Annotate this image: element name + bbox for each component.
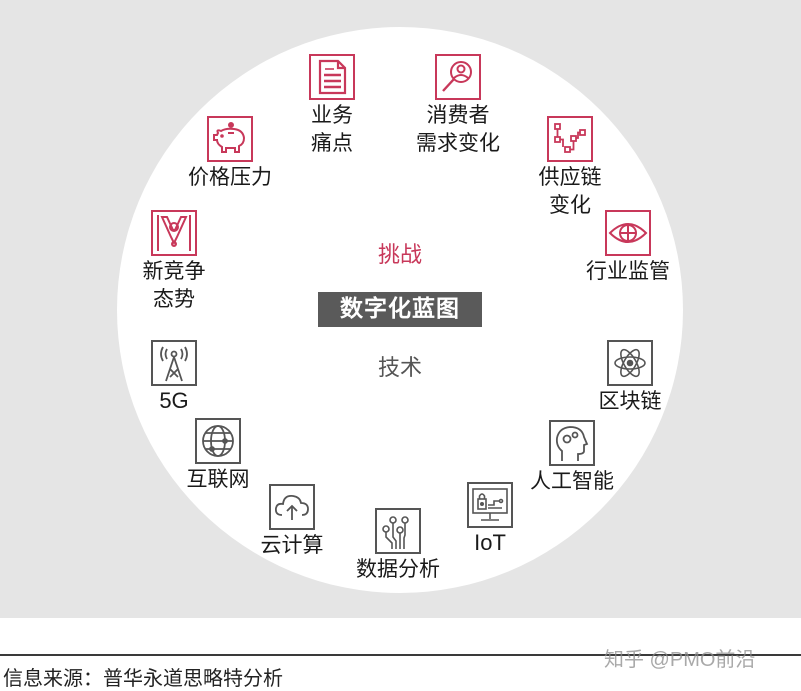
technology-label: IoT xyxy=(474,530,506,555)
diagram-title: 数字化蓝图 xyxy=(318,292,482,327)
supply-chain-icon xyxy=(547,116,593,162)
atom-icon xyxy=(607,340,653,386)
technology-data-analytics: 数据分析 xyxy=(346,508,450,583)
technology-blockchain: 区块链 xyxy=(590,340,670,415)
circuit-icon xyxy=(375,508,421,554)
challenge-business-pain: 业务 痛点 xyxy=(306,54,358,157)
challenge-heading: 挑战 xyxy=(377,243,422,268)
technology-ai: 人工智能 xyxy=(520,420,624,495)
technology-label: 区块链 xyxy=(598,389,662,413)
technology-label: 云计算 xyxy=(260,533,324,557)
challenge-label: 行业监管 xyxy=(586,259,670,283)
eye-icon xyxy=(605,210,651,256)
watermark: 知乎 @PMO前沿 xyxy=(604,649,756,671)
monitor-lock-icon xyxy=(467,482,513,528)
technology-label: 人工智能 xyxy=(530,469,614,493)
technology-5g: 5G xyxy=(148,340,200,415)
footer-divider xyxy=(0,654,801,656)
challenge-regulation: 行业监管 xyxy=(576,210,680,285)
technology-heading: 技术 xyxy=(377,356,422,381)
challenge-supply-chain: 供应链 变化 xyxy=(532,116,608,219)
challenge-new-competition: 新竞争 态势 xyxy=(136,210,212,313)
user-search-icon xyxy=(435,54,481,100)
antenna-tower-icon xyxy=(151,340,197,386)
source-note: 信息来源：普华永道思略特分析 xyxy=(3,666,283,690)
competition-icon xyxy=(151,210,197,256)
technology-cloud-computing: 云计算 xyxy=(254,484,330,559)
cloud-upload-icon xyxy=(269,484,315,530)
challenge-consumer-demand: 消费者 需求变化 xyxy=(408,54,508,157)
piggy-bank-icon xyxy=(207,116,253,162)
technology-label: 5G xyxy=(159,388,189,413)
challenge-label: 价格压力 xyxy=(188,165,272,189)
technology-label: 互联网 xyxy=(186,467,250,491)
ai-head-icon xyxy=(549,420,595,466)
challenge-label: 业务 痛点 xyxy=(311,103,353,155)
technology-label: 数据分析 xyxy=(356,557,440,581)
globe-icon xyxy=(195,418,241,464)
technology-internet: 互联网 xyxy=(180,418,256,493)
challenge-price-pressure: 价格压力 xyxy=(178,116,282,191)
challenge-label: 新竞争 态势 xyxy=(142,259,206,311)
challenge-label: 供应链 变化 xyxy=(538,165,602,217)
document-icon xyxy=(309,54,355,100)
challenge-label: 消费者 需求变化 xyxy=(416,103,500,155)
technology-iot: IoT xyxy=(464,482,516,557)
